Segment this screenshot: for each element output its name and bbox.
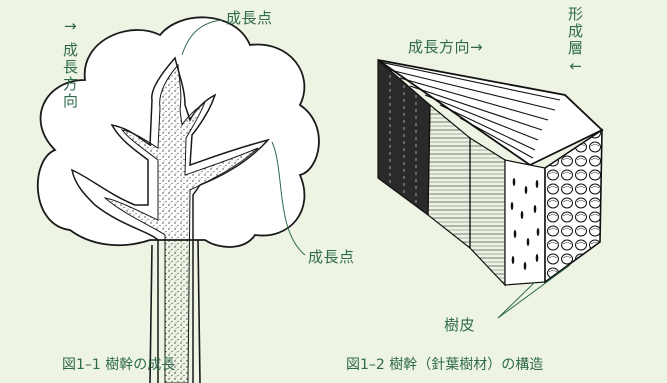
growth-direction-arrow-icon: ↑ [61,20,79,35]
wood-bark-face [544,128,603,284]
growth-direction-vertical-label: 成長方向 [61,42,79,110]
wood-block-figure [377,58,604,319]
tree-figure [36,16,320,383]
bark-leader-2 [497,264,571,319]
tree-inner-outline [70,56,271,383]
growth-direction-label: 成長方向→ [408,38,484,56]
bark-label: 樹皮 [444,316,476,334]
growth-point-right-label: 成長点 [308,248,355,266]
wood-radial-face [427,103,471,250]
bark-leader-1 [497,281,536,319]
figure2-caption: 図1–2 樹幹（針葉樹材）の構造 [346,357,544,373]
growth-point-top-leader [181,19,223,56]
figure1-caption: 図1–1 樹幹の成長 [62,357,176,373]
growth-point-right-leader [271,141,306,256]
wood-tangential-face [469,136,506,287]
cambium-label: 形成層 [566,6,584,57]
growth-point-top-label: 成長点 [226,9,273,27]
cambium-arrow-icon: ↓ [566,60,584,75]
tree-trunk [103,63,259,383]
